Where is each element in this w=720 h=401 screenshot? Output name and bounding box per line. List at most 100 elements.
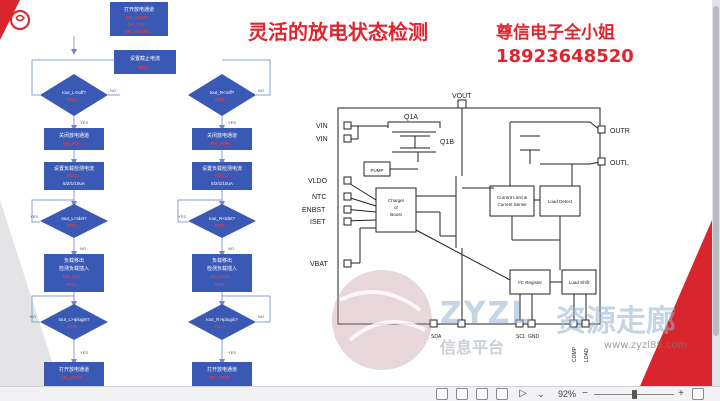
watermark-brand: ZYZL [440, 296, 533, 331]
watermark-sub: 信息平台 [440, 338, 505, 357]
svg-text:NO: NO [110, 88, 116, 93]
corner-decoration-bottomleft [0, 200, 60, 386]
svg-text:Iout_L<Idet?: Iout_L<Idet? [61, 216, 87, 221]
zoom-out-button[interactable]: − [582, 388, 588, 399]
vendor-phone: 18923648520 [496, 46, 634, 67]
svg-text:NTC: NTC [312, 194, 326, 201]
svg-text:关闭放电通道: 关闭放电通道 [59, 132, 89, 139]
svg-text:打开放电通道: 打开放电通道 [59, 366, 89, 373]
svg-text:Iout_L<Ioff?: Iout_L<Ioff? [62, 90, 86, 95]
svg-text:REG…: REG… [215, 324, 229, 329]
svg-text:关闭放电通道: 关闭放电通道 [207, 132, 237, 139]
svg-text:设置负载检测电流: 设置负载检测电流 [54, 165, 94, 172]
reading-view-icon[interactable] [476, 388, 488, 400]
svg-text:OUTL: OUTL [610, 160, 629, 167]
svg-text:LOAD: LOAD [584, 348, 590, 362]
svg-text:VBAT: VBAT [310, 261, 328, 268]
zoom-slider-thumb[interactable] [632, 390, 637, 399]
flow-right-cut [192, 128, 252, 150]
svg-text:YES: YES [228, 350, 236, 355]
svg-text:ISET: ISET [310, 219, 326, 226]
svg-text:VIN: VIN [316, 123, 328, 130]
svg-text:REG…: REG… [67, 282, 81, 287]
svg-text:负载移出: 负载移出 [212, 257, 232, 264]
svg-text:YES: YES [80, 120, 88, 125]
svg-text:REG…: REG… [67, 324, 81, 329]
svg-text:VOUT: VOUT [452, 93, 472, 100]
flow-right-decision-2 [188, 204, 256, 238]
svg-text:Iout_R<Ioff?: Iout_R<Ioff? [210, 90, 235, 95]
svg-text:设置负载检测电流: 设置负载检测电流 [202, 165, 242, 172]
slideshow-icon[interactable] [496, 388, 508, 400]
vertical-scrollbar[interactable] [712, 0, 720, 386]
flowchart: 打开放电通道 EN_VOUT… EN_VOL… EN_VOUTB… 设置截止电流… [30, 2, 271, 386]
fit-to-window-icon[interactable] [692, 388, 704, 400]
flow-left-decision-3 [40, 304, 108, 340]
svg-text:I²C Register: I²C Register [518, 280, 543, 285]
svg-text:EN_VOL…: EN_VOL… [63, 274, 85, 279]
flow-right-remove [192, 254, 252, 292]
svg-text:检测负载插入: 检测负载插入 [59, 265, 89, 272]
slide-sorter-icon[interactable] [456, 388, 468, 400]
corner-decoration-bottomright [640, 220, 712, 386]
svg-text:REG…: REG… [215, 97, 229, 102]
present-icon[interactable]: ▷ [519, 388, 527, 399]
svg-text:SDA: SDA [431, 334, 442, 340]
flow-right-set-detect [192, 162, 252, 190]
chip-outline [337, 107, 601, 325]
watermark-brand-cn: 资源走廊 [556, 304, 676, 339]
watermark-url: www.zyzl88.com [604, 340, 688, 351]
charger-block [375, 187, 417, 233]
svg-text:REG…: REG… [215, 282, 229, 287]
slide-title: 灵活的放电状态检测 [248, 20, 428, 44]
svg-text:REG…: REG… [138, 65, 152, 70]
dropdown-chevron-icon[interactable]: ⌄ [537, 389, 545, 399]
flow-right-decision-1 [188, 74, 256, 116]
zoom-in-button[interactable]: + [678, 388, 684, 399]
svg-text:ENBST: ENBST [302, 207, 326, 214]
svg-text:YES: YES [30, 214, 38, 219]
svg-text:Iout_R<Idet?: Iout_R<Idet? [209, 216, 235, 221]
svg-text:REG…: REG… [215, 223, 229, 228]
svg-text:EN_VOR…: EN_VOR… [210, 141, 233, 146]
logo-icon [10, 10, 30, 30]
svg-text:Charger: Charger [388, 198, 405, 203]
svg-text:EN_VOUT…: EN_VOUT… [126, 15, 152, 20]
zoom-level[interactable]: 92% [557, 389, 576, 399]
svg-text:YES: YES [228, 120, 236, 125]
normal-view-icon[interactable] [436, 388, 448, 400]
flow-left-end [44, 362, 104, 386]
svg-text:负载移出: 负载移出 [64, 257, 84, 264]
svg-text:YES: YES [178, 214, 186, 219]
svg-text:EN_VOL…: EN_VOL… [128, 22, 150, 27]
svg-text:VIN: VIN [316, 136, 328, 143]
svg-text:打开放电通道: 打开放电通道 [124, 6, 154, 13]
svg-text:SCL: SCL [516, 334, 526, 340]
svg-text:检测负载插入: 检测负载插入 [207, 265, 237, 272]
svg-text:打开放电通道: 打开放电通道 [207, 366, 237, 373]
svg-text:5/2/1/10uA: 5/2/1/10uA [211, 181, 233, 186]
scrollbar-thumb[interactable] [713, 6, 719, 336]
vendor-name: 尊信电子全小姐 [496, 23, 615, 43]
svg-text:NO: NO [228, 246, 234, 251]
svg-text:NO: NO [80, 246, 86, 251]
flow-left-decision-1 [40, 74, 108, 116]
svg-text:COMP: COMP [572, 346, 578, 362]
svg-text:Q1B: Q1B [440, 139, 454, 146]
flow-right-decision-3 [188, 304, 256, 340]
svg-text:EN_VOR…: EN_VOR… [210, 274, 233, 279]
svg-text:Q1A: Q1A [404, 114, 418, 121]
svg-text:Current Sense: Current Sense [497, 202, 527, 207]
current-limit-block [489, 185, 535, 217]
flow-left-cut [44, 128, 104, 150]
flow-left-set-detect [44, 162, 104, 190]
flow-left-remove [44, 254, 104, 292]
svg-text:OUTR: OUTR [610, 128, 630, 135]
svg-text:NO: NO [258, 314, 264, 319]
zoom-slider[interactable] [594, 388, 674, 400]
svg-text:REG…: REG… [67, 97, 81, 102]
flow-left-decision-2 [40, 204, 108, 238]
svg-text:设置截止电流: 设置截止电流 [130, 55, 160, 62]
svg-text:Current Limit &: Current Limit & [497, 195, 527, 200]
